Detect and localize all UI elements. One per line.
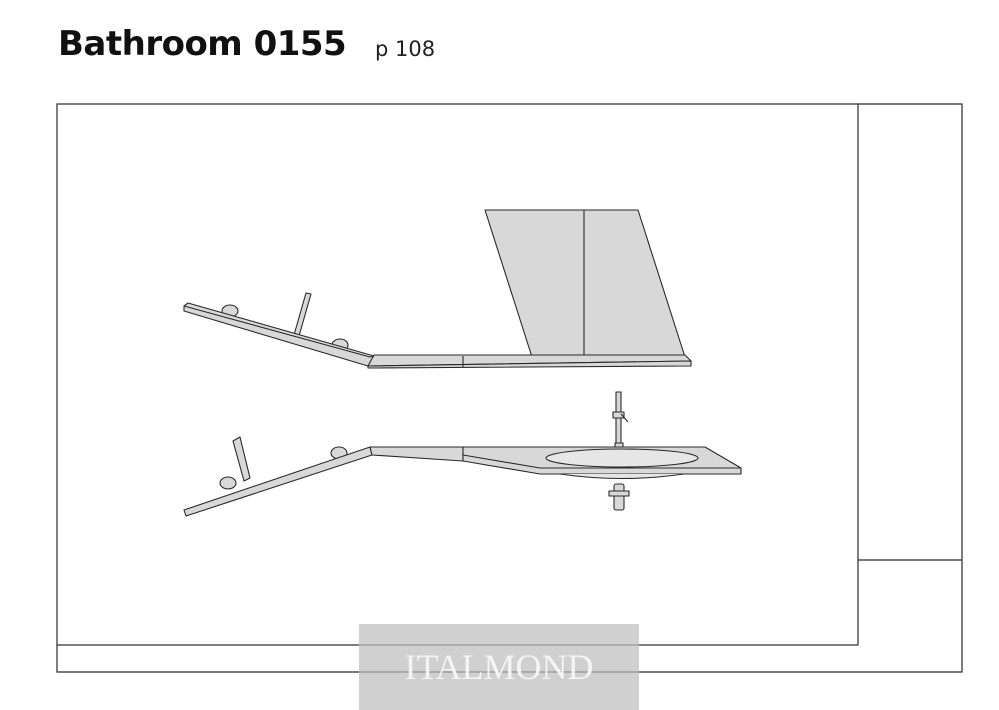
lower-counter xyxy=(183,391,742,517)
basin xyxy=(545,448,699,468)
counter-middle xyxy=(369,446,464,462)
page-reference: p 108 xyxy=(375,37,436,61)
towel-rail xyxy=(232,436,251,482)
wall-right xyxy=(56,103,963,673)
watermark: ITALMOND xyxy=(359,624,639,710)
drain xyxy=(613,483,625,511)
page-title: Bathroom 0155 xyxy=(58,24,347,64)
bracket xyxy=(219,476,237,490)
room-outline xyxy=(56,103,859,646)
upper-counter xyxy=(183,209,692,369)
towel-rail xyxy=(293,292,312,337)
shelf-angled xyxy=(183,446,373,517)
mirror-panel xyxy=(484,209,686,358)
watermark-text: ITALMOND xyxy=(404,647,594,687)
